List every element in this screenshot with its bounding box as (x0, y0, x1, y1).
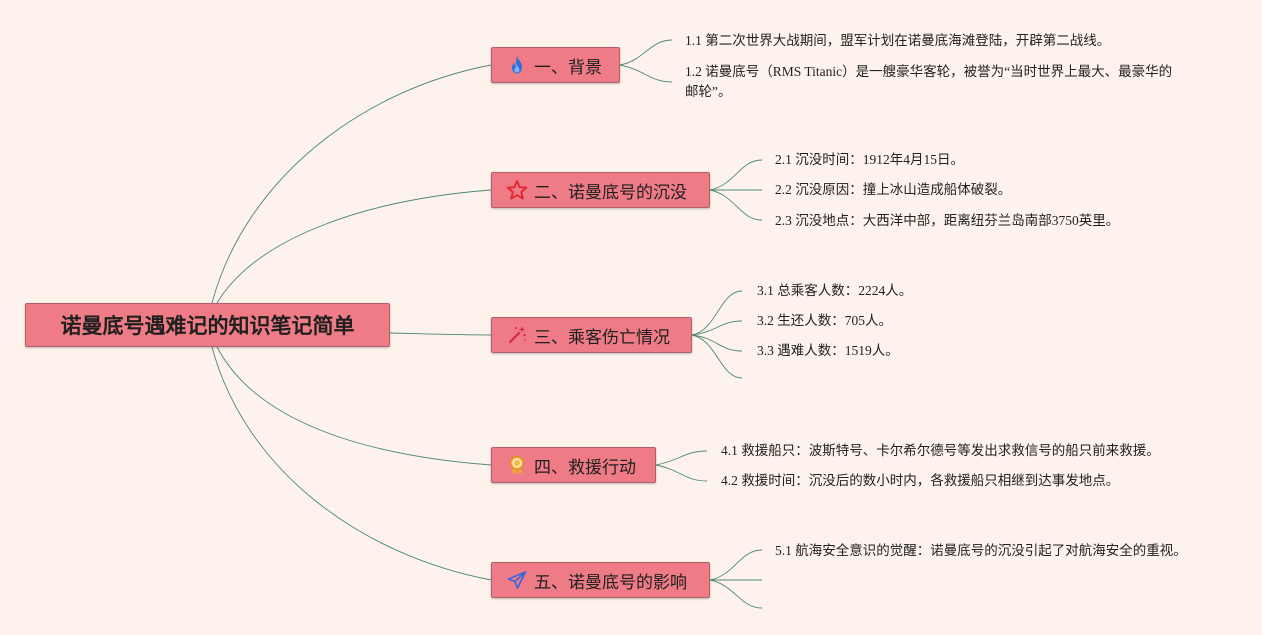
branch-background-label: 一、背景 (534, 57, 602, 78)
medal-icon (506, 454, 528, 476)
connector-branch-3-leaf-1 (691, 290, 743, 336)
connector-root-branch-1 (211, 64, 492, 304)
leaf-2-1: 2.1 沉没时间：1912年4月15日。 (775, 152, 964, 167)
leaf-4-1: 4.1 救援船只：波斯特号、卡尔希尔德号等发出求救信号的船只前来救援。 (721, 443, 1160, 458)
connector-branch-3-leaf-3 (691, 334, 743, 352)
connector-branch-3-leaf-2 (691, 320, 743, 336)
root-topic-label: 诺曼底号遇难记的知识笔记简单 (60, 314, 355, 338)
branch-rescue[interactable]: 四、救援行动 (491, 447, 656, 483)
flame-icon (506, 54, 528, 76)
connector-root-branch-4 (216, 346, 492, 466)
branch-impact[interactable]: 五、诺曼底号的影响 (491, 562, 710, 598)
branch-background[interactable]: 一、背景 (491, 47, 620, 83)
leaf-1-2: 1.2 诺曼底号（RMS Titanic）是一艘豪华客轮，被誉为“当时世界上最大… (685, 64, 1173, 99)
sparkle-wand-icon (506, 324, 528, 346)
connector-branch-2-leaf-1 (709, 159, 763, 191)
branch-impact-label: 五、诺曼底号的影响 (534, 572, 687, 593)
leaf-3-1: 3.1 总乘客人数：2224人。 (757, 283, 913, 298)
connector-branch-2-leaf-3 (709, 189, 763, 221)
connector-branch-1-leaf-2 (619, 64, 673, 83)
branch-sinking[interactable]: 二、诺曼底号的沉没 (491, 172, 710, 208)
leaf-5-1: 5.1 航海安全意识的觉醒：诺曼底号的沉没引起了对航海安全的重视。 (775, 543, 1187, 558)
connector-branch-3-leaf-4 (691, 334, 743, 379)
connector-branch-5-leaf-3 (709, 579, 763, 609)
leaf-3-2: 3.2 生还人数：705人。 (757, 313, 892, 328)
connector-root-branch-5 (211, 346, 492, 581)
connector-branch-4-leaf-2 (655, 464, 708, 482)
branch-sinking-label: 二、诺曼底号的沉没 (534, 182, 687, 203)
connector-branch-5-leaf-1 (709, 549, 763, 581)
leaf-2-3: 2.3 沉没地点：大西洋中部，距离纽芬兰岛南部3750英里。 (775, 213, 1120, 228)
leaf-3-3: 3.3 遇难人数：1519人。 (757, 343, 899, 358)
connector-root-branch-2 (216, 189, 492, 304)
connector-branch-4-leaf-1 (655, 450, 708, 466)
paper-plane-icon (506, 569, 528, 591)
connector-branch-1-leaf-1 (619, 39, 673, 66)
star-icon (506, 179, 528, 201)
connector-root-branch-3 (389, 332, 492, 336)
leaf-1-1: 1.1 第二次世界大战期间，盟军计划在诺曼底海滩登陆，开辟第二战线。 (685, 33, 1111, 48)
branch-casualties-label: 三、乘客伤亡情况 (534, 327, 670, 348)
root-topic[interactable]: 诺曼底号遇难记的知识笔记简单 (25, 303, 390, 347)
branch-casualties[interactable]: 三、乘客伤亡情况 (491, 317, 692, 353)
branch-rescue-label: 四、救援行动 (534, 457, 636, 478)
leaf-2-2: 2.2 沉没原因：撞上冰山造成船体破裂。 (775, 182, 1012, 197)
leaf-4-2: 4.2 救援时间：沉没后的数小时内，各救援船只相继到达事发地点。 (721, 473, 1120, 488)
